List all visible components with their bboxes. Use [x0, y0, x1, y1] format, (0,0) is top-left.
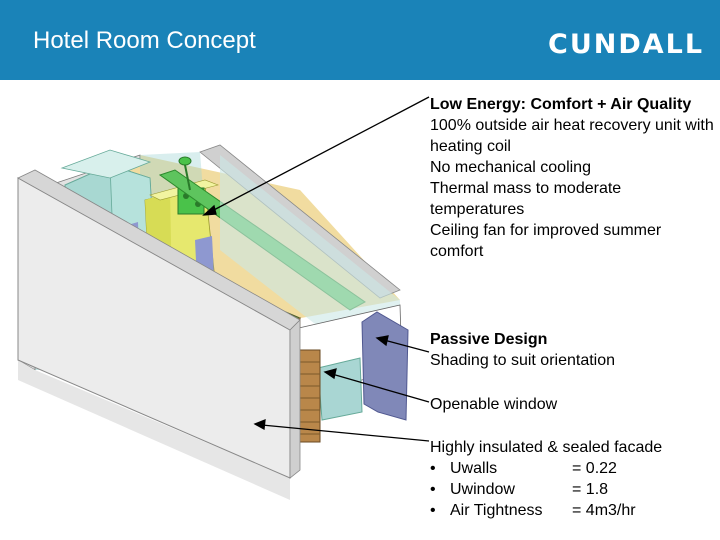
bullet-marker: • — [430, 502, 436, 519]
shading-panel — [361, 311, 409, 421]
header-bar: Hotel Room Concept CUNDALL — [0, 0, 720, 80]
callout-passive-design: Passive Design Shading to suit orientati… — [430, 329, 615, 371]
cundall-logo: CUNDALL — [548, 29, 705, 60]
callout-low-energy: Low Energy: Comfort + Air Quality 100% o… — [430, 94, 718, 262]
facade-bullet: • Uwalls = 0.22 — [430, 458, 662, 479]
callout-facade: Highly insulated & sealed facade • Uwall… — [430, 437, 662, 521]
bullet-marker: • — [430, 481, 436, 498]
callout-line: 100% outside air heat recovery unit with… — [430, 117, 714, 155]
pointer-facade — [261, 424, 430, 442]
pointer-low-energy — [209, 96, 430, 213]
page-title: Hotel Room Concept — [33, 27, 256, 54]
pointer-passive — [383, 339, 430, 353]
callout-line: No mechanical cooling — [430, 159, 591, 176]
bullet-label: Air Tightness — [450, 502, 543, 519]
callout-heading: Passive Design — [430, 331, 548, 348]
bullet-label: Uwindow — [450, 481, 515, 498]
callout-openable-window: Openable window — [430, 394, 557, 415]
callout-line: Thermal mass to moderate temperatures — [430, 180, 622, 218]
callout-line: Ceiling fan for improved summer comfort — [430, 222, 662, 260]
bullet-value: = 4m3/hr — [572, 502, 636, 519]
hotel-room-illustration — [17, 96, 430, 500]
pointer-window — [331, 373, 430, 403]
bullet-value: = 1.8 — [572, 481, 609, 498]
callout-heading: Low Energy: Comfort + Air Quality — [430, 96, 692, 113]
openable-window — [317, 357, 363, 421]
bullet-label: Uwalls — [450, 460, 498, 477]
callout-heading: Highly insulated & sealed facade — [430, 439, 663, 456]
bullet-marker: • — [430, 460, 436, 477]
bullet-value: = 0.22 — [572, 460, 617, 477]
facade-bullet: • Air Tightness = 4m3/hr — [430, 500, 662, 521]
callout-line: Shading to suit orientation — [430, 352, 616, 369]
front-outer-wall — [18, 360, 290, 500]
facade-bullet: • Uwindow = 1.8 — [430, 479, 662, 500]
callout-line: Openable window — [430, 396, 558, 413]
